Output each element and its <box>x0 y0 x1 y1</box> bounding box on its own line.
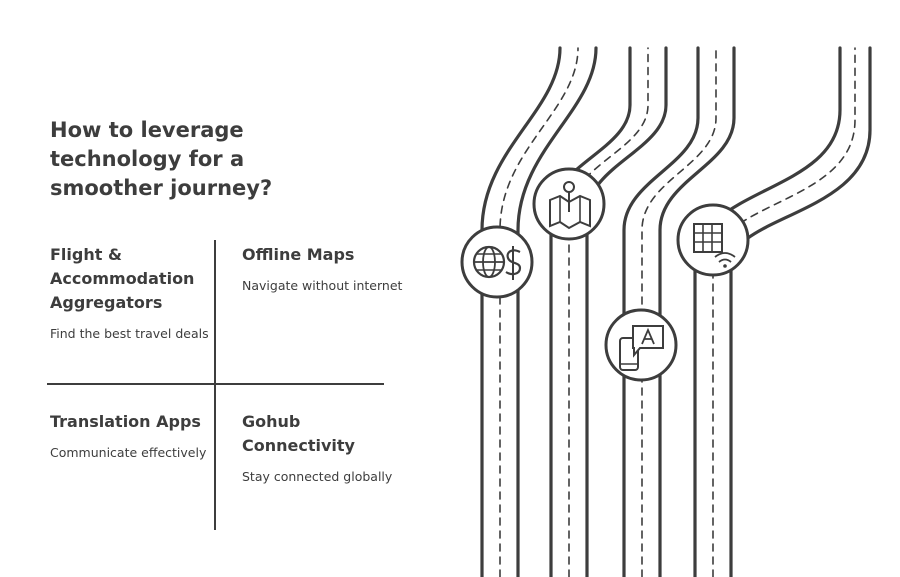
quadrant-heading: Translation Apps <box>50 412 201 431</box>
quadrant-translation-apps: Translation Apps Communicate effectively <box>50 410 220 461</box>
road-3 <box>622 46 736 577</box>
quadrant-heading: Gohub Connectivity <box>242 412 355 455</box>
phone-translate-icon <box>604 308 678 382</box>
roads-illustration <box>460 46 872 577</box>
quadrant-flight-accommodation: Flight & Accommodation Aggregators Find … <box>50 243 220 342</box>
quadrant-description: Navigate without internet <box>242 278 403 293</box>
map-pin-icon <box>532 167 606 241</box>
globe-dollar-icon <box>460 225 534 299</box>
quadrant-description: Find the best travel deals <box>50 326 209 341</box>
quadrant-offline-maps: Offline Maps Navigate without internet <box>242 243 412 294</box>
quadrant-divider-vertical <box>214 240 216 530</box>
quadrant-heading: Offline Maps <box>242 245 355 264</box>
quadrant-divider-horizontal <box>47 383 384 385</box>
diagram-title: How to leverage technology for a smoothe… <box>50 118 273 200</box>
quadrant-gohub-connectivity: Gohub Connectivity Stay connected global… <box>242 410 412 485</box>
road-4 <box>693 46 872 577</box>
grid-wifi-icon <box>676 203 750 277</box>
quadrant-heading: Flight & Accommodation Aggregators <box>50 245 195 312</box>
quadrant-description: Stay connected globally <box>242 469 393 484</box>
quadrant-description: Communicate effectively <box>50 445 207 460</box>
road-1 <box>480 46 598 577</box>
